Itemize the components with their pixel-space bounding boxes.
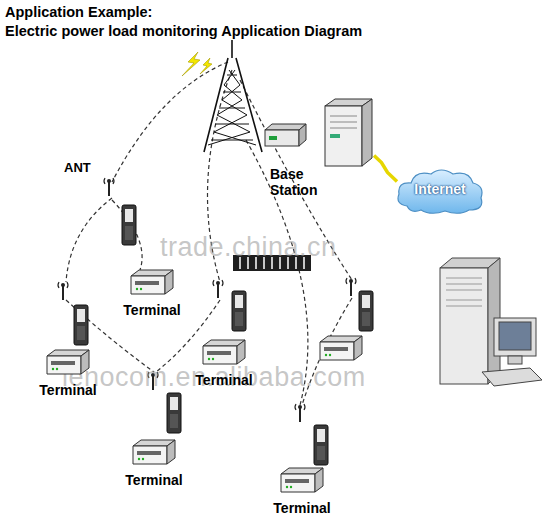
- terminal-device: [279, 466, 325, 494]
- node-label: Terminal: [18, 382, 118, 398]
- terminal-device: [320, 336, 362, 360]
- cloud-label: Internet: [393, 181, 487, 197]
- internet-cloud: Internet: [393, 166, 487, 218]
- monitor: [494, 318, 536, 356]
- diagram-subtitle: Electric power load monitoring Applicati…: [5, 23, 362, 39]
- terminal-device: [45, 348, 91, 376]
- wireless-link: [112, 62, 228, 182]
- keyboard: [482, 368, 542, 386]
- terminal: Terminal: [114, 438, 194, 496]
- radio-unit: [359, 291, 373, 331]
- wireless-bolt: [374, 155, 397, 181]
- wireless-links: [66, 62, 352, 405]
- node-label: Terminal: [252, 500, 352, 516]
- base-station-devices: [262, 96, 374, 168]
- terminal-device: [129, 268, 175, 296]
- node-label: Terminal: [102, 302, 202, 318]
- diagram-title: Application Example:: [5, 4, 152, 20]
- radio-unit: [74, 305, 88, 345]
- computer-tower: [440, 268, 488, 384]
- node-label: Terminal: [174, 372, 274, 388]
- terminal-device: [131, 438, 177, 466]
- radio-tower: [204, 40, 262, 152]
- terminal-device: [201, 338, 247, 366]
- monitoring-computer: [440, 258, 542, 386]
- wireless-link: [112, 200, 142, 270]
- radio-unit: [314, 425, 328, 465]
- radio-unit: [232, 291, 246, 331]
- terminal: Terminal: [28, 348, 108, 406]
- signal-bolt: [182, 52, 200, 76]
- signal-bolt: [200, 58, 212, 74]
- node-label: Terminal: [104, 472, 204, 488]
- antenna: [104, 178, 114, 196]
- tower-bracing: [208, 70, 256, 145]
- antenna: [58, 282, 68, 300]
- tower-legs: [204, 58, 262, 152]
- watermark: trade.china.cn: [160, 232, 337, 263]
- terminal: Terminal: [262, 466, 342, 524]
- monitor-stand: [508, 356, 522, 364]
- antenna: [295, 404, 305, 422]
- node-label: Base Station: [270, 166, 332, 198]
- terminal: Terminal: [112, 268, 192, 326]
- tower-rungs: [211, 75, 253, 140]
- radio-unit: [122, 205, 136, 245]
- base-station: Base Station: [262, 96, 374, 204]
- antenna-label: ANT: [64, 160, 91, 175]
- antenna: [346, 278, 356, 296]
- monitor-screen: [499, 322, 531, 350]
- tower-mast: [231, 40, 233, 58]
- drive-slots: [446, 278, 482, 306]
- antenna: [213, 280, 223, 298]
- radio-unit: [167, 393, 181, 433]
- terminal: Terminal: [184, 338, 264, 396]
- wireless-link: [66, 198, 112, 282]
